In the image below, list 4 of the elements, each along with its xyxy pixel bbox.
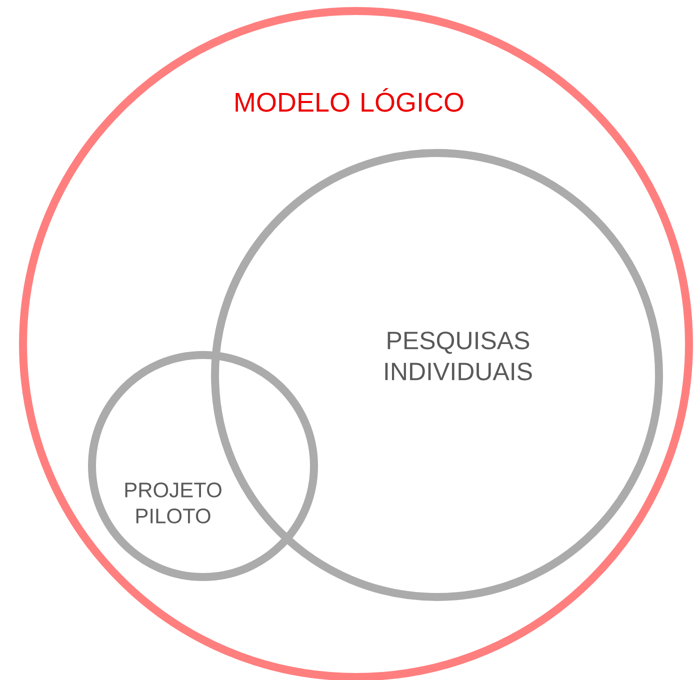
circle (88, 351, 318, 581)
circle-label: PROJETO PILOTO (125, 482, 222, 524)
circle-label: PESQUISAS INDIVIDUAIS (385, 332, 532, 380)
circle-label: MODELO LÓGICO (236, 88, 464, 112)
